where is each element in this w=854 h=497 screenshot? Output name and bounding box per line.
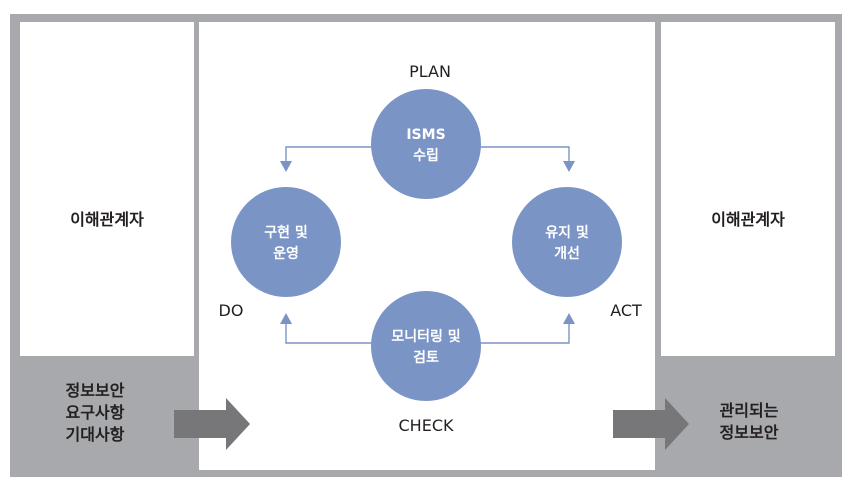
arrowhead-down-do-icon xyxy=(280,161,292,172)
node-act-line-2: 개선 xyxy=(554,246,580,262)
right-stakeholder-panel xyxy=(661,22,835,356)
left-stakeholder-title: 이해관계자 xyxy=(70,210,144,229)
phase-label-check: CHECK xyxy=(398,416,454,435)
connector-check-to-act xyxy=(479,323,570,344)
connector-plan-to-act xyxy=(479,146,570,162)
node-plan-line-2: 수립 xyxy=(413,148,439,164)
right-output-line-1: 관리되는 xyxy=(719,401,779,420)
right-output-label: 관리되는 정보보안 xyxy=(684,400,814,444)
phase-label-do: DO xyxy=(218,301,244,320)
connector-plan-to-do xyxy=(285,146,373,162)
connector-check-to-do xyxy=(285,323,373,344)
left-input-line-3: 기대사항 xyxy=(65,425,125,444)
left-input-label: 정보보안 요구사항 기대사항 xyxy=(20,380,170,446)
node-do: 구현 및 운영 xyxy=(231,187,341,297)
node-do-line-2: 운영 xyxy=(273,245,299,262)
arrowhead-up-do-icon xyxy=(280,313,292,324)
node-check-line-2: 검토 xyxy=(413,349,439,366)
node-plan: ISMS 수립 xyxy=(371,89,481,199)
left-stakeholder-panel xyxy=(20,22,194,356)
input-arrow-icon xyxy=(174,398,250,450)
phase-label-plan: PLAN xyxy=(409,62,451,81)
node-act: 유지 및 개선 xyxy=(512,187,622,297)
node-do-line-1: 구현 및 xyxy=(264,224,308,241)
output-arrow-icon xyxy=(613,398,689,450)
node-check: 모니터링 및 검토 xyxy=(371,291,481,401)
left-input-line-1: 정보보안 xyxy=(65,381,125,400)
phase-label-act: ACT xyxy=(610,301,642,320)
node-check-line-1: 모니터링 및 xyxy=(391,328,460,345)
node-act-line-1: 유지 및 xyxy=(545,224,589,241)
arrowhead-up-act-icon xyxy=(563,313,575,324)
right-output-line-2: 정보보안 xyxy=(719,423,779,442)
arrowhead-down-act-icon xyxy=(563,161,575,172)
node-plan-line-1: ISMS xyxy=(406,127,445,143)
right-stakeholder-title: 이해관계자 xyxy=(711,210,785,229)
left-input-line-2: 요구사항 xyxy=(65,403,125,422)
